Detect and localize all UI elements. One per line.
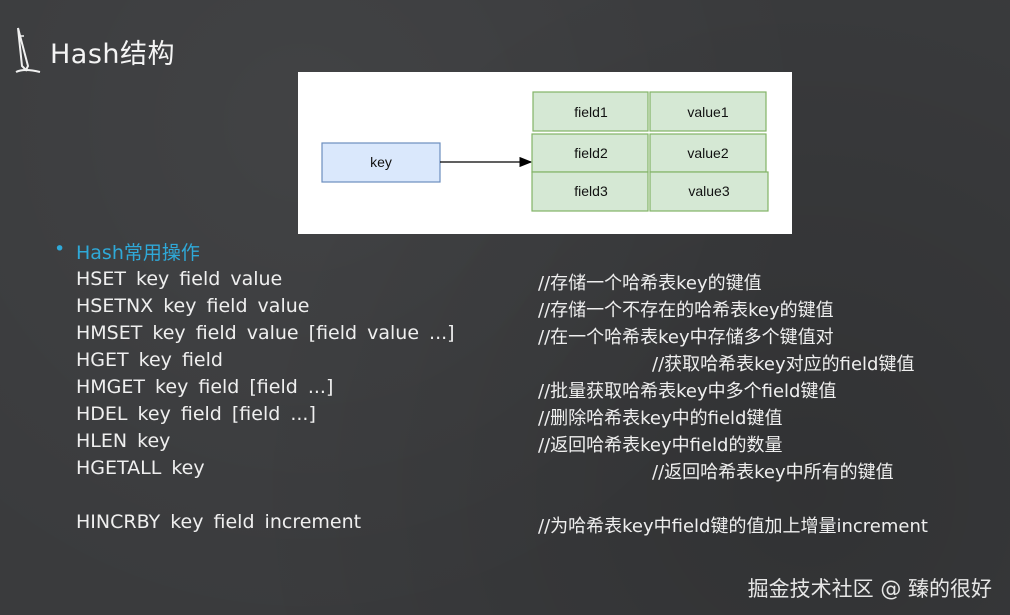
field-label-3: field3	[574, 183, 608, 199]
key-label: key	[370, 154, 392, 170]
command-comment: //获取哈希表key对应的field键值	[652, 354, 915, 375]
slide-title: Hash结构	[50, 39, 176, 70]
command-text: HSETNX key field value	[76, 295, 310, 317]
field-cell-1	[532, 91, 649, 132]
value-label-3: value3	[688, 183, 729, 199]
command-comment: //删除哈希表key中的field键值	[538, 408, 783, 429]
diagram-svg: key field1 value1 field2 value2 field3 v…	[321, 91, 769, 212]
field-label-1: field1	[574, 104, 608, 120]
command-comment: //存储一个不存在的哈希表key的键值	[538, 300, 834, 321]
command-text: HSET key field value	[76, 268, 283, 290]
command-text: HGETALL key	[76, 457, 205, 479]
section-heading-text: Hash常用操作	[76, 242, 200, 264]
field-label-2: field2	[574, 145, 608, 161]
value-label-2: value2	[687, 145, 728, 161]
bullet-icon: •	[54, 238, 66, 260]
section-heading: • Hash常用操作	[54, 238, 200, 265]
field-cell-3	[531, 171, 649, 212]
title-bar: Hash结构	[0, 0, 1010, 80]
command-text: HDEL key field [field ...]	[76, 403, 316, 425]
command-text: HGET key field	[76, 349, 223, 371]
value-cell-3	[649, 171, 769, 212]
watermark: 掘金技术社区 @ 臻的很好	[747, 577, 992, 601]
command-comment: //存储一个哈希表key的键值	[538, 273, 762, 294]
value-label-1: value1	[687, 104, 728, 120]
command-text: HMGET key field [field ...]	[76, 376, 334, 398]
command-comment: //在一个哈希表key中存储多个键值对	[538, 327, 834, 348]
value-cell-1	[649, 91, 767, 132]
hash-structure-diagram: key field1 value1 field2 value2 field3 v…	[298, 72, 792, 234]
command-comment: //为哈希表key中field键的值加上增量increment	[538, 516, 928, 537]
command-text: HINCRBY key field increment	[76, 511, 362, 533]
command-comment: //批量获取哈希表key中多个field键值	[538, 381, 837, 402]
command-text: HLEN key	[76, 430, 171, 452]
field-cell-2	[531, 133, 649, 173]
value-cell-2	[649, 133, 767, 173]
command-comment: //返回哈希表key中所有的键值	[652, 462, 894, 483]
command-comment: //返回哈希表key中field的数量	[538, 435, 783, 456]
key-box	[321, 142, 441, 183]
command-text: HMSET key field value [field value ...]	[76, 322, 455, 344]
pencil-icon	[15, 27, 41, 73]
